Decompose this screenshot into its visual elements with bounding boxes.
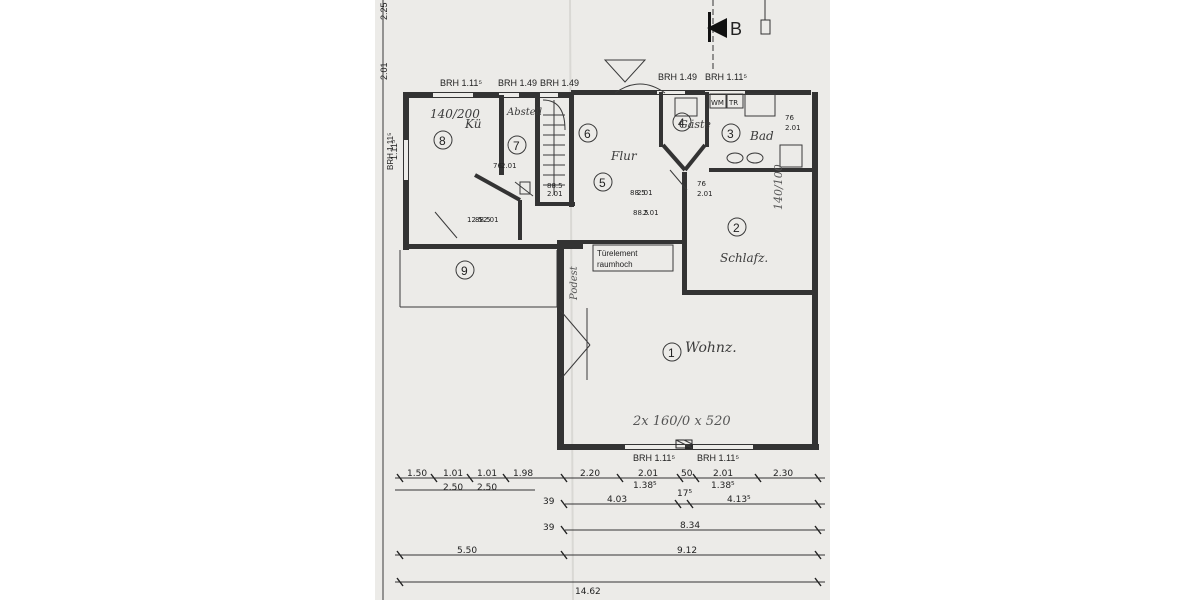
room-number-5: 5: [599, 176, 606, 190]
floor-plan-drawing: 2.25 2.01 1.11⁵ B: [379, 0, 825, 600]
door-height-15: 2.01: [483, 216, 499, 224]
door-height-2: 2.01: [501, 162, 517, 170]
window-label-top-2: BRH 1.49: [498, 78, 537, 88]
dim-row6-1: 14.62: [575, 587, 601, 597]
window-label-bottom-2: BRH 1.11⁵: [697, 453, 739, 463]
room-note-living: Wohnz.: [685, 340, 737, 356]
floor-plan-sheet: 2.25 2.01 1.11⁵ B: [375, 0, 830, 600]
callout-line-1: Türelement: [597, 249, 638, 258]
window-label-top-1: BRH 1.11⁵: [440, 78, 482, 88]
callout-line-2: raumhoch: [597, 260, 633, 269]
dim-row1-5: 2.20: [580, 469, 600, 479]
left-label-2: 2.01: [379, 62, 389, 80]
dim-row1-4: 1.98: [513, 469, 533, 479]
dim-row1-2: 1.01: [443, 469, 463, 479]
dryer-label: TR: [728, 99, 738, 107]
washing-machine-label: WM: [711, 99, 724, 107]
room-number-8: 8: [439, 134, 446, 148]
room-note-storage: Abstell: [506, 107, 542, 118]
door-height-8: 2.01: [637, 189, 653, 197]
room-note-hall: Flur: [610, 149, 638, 163]
door-height-1: 76: [493, 162, 502, 170]
room-number-7: 7: [513, 139, 520, 153]
handwritten-hall-note: Podest: [569, 265, 580, 301]
callout-box: [592, 244, 674, 272]
dim-row1-1: 1.50: [407, 469, 427, 479]
skylight-marker: [603, 59, 647, 83]
section-marker-label: B: [730, 19, 742, 39]
handwritten-living-window: 2x 160/0 x 520: [632, 414, 731, 429]
dim-row5-2: 9.12: [677, 546, 697, 556]
door-height-13: 12.5: [467, 216, 483, 224]
dim-row2-1: 2.50: [443, 483, 463, 493]
room-number-1: 1: [668, 346, 675, 360]
door-height-14: 88.5: [475, 216, 491, 224]
window-label-bottom-1: BRH 1.11⁵: [633, 453, 675, 463]
room-number-4: 4: [678, 116, 685, 130]
room-note-guest: Gäste: [679, 118, 711, 131]
window-label-top-3: BRH 1.49: [540, 78, 579, 88]
dim-row3-4: 4.13⁵: [727, 495, 751, 505]
dim-row1-7: 50: [681, 469, 693, 479]
window-openings: [404, 91, 753, 449]
window-label-top-5: BRH 1.11⁵: [705, 72, 747, 82]
dim-row3-3: 17⁵: [677, 489, 692, 499]
window-label-side: BRH 1.11⁵: [386, 133, 395, 170]
door-height-12: 2.01: [643, 209, 659, 217]
dim-row2-3: 1.38⁵: [633, 481, 657, 491]
section-marker: B: [707, 0, 771, 70]
handwritten-kitchen-size: 140/200: [430, 107, 480, 121]
room-circles: [433, 112, 747, 362]
door-height-6: 2.01: [697, 190, 713, 198]
dimension-chains: 1.50 1.01 1.01 1.98 2.20 2.01 50 2.01 2.…: [395, 469, 825, 597]
dim-row1-3: 1.01: [477, 469, 497, 479]
dim-row2-4: 1.38⁵: [711, 481, 735, 491]
dim-row5-1: 5.50: [457, 546, 477, 556]
room-number-3: 3: [727, 127, 734, 141]
dim-row2-2: 2.50: [477, 483, 497, 493]
dim-row4-1: 39: [543, 523, 555, 533]
room-note-bath: Bad: [749, 129, 774, 143]
dim-row3-1: 39: [543, 497, 555, 507]
staircase: [542, 99, 566, 195]
dim-row4-2: 8.34: [680, 521, 700, 531]
room-number-2: 2: [733, 221, 740, 235]
door-height-5: 76: [697, 180, 706, 188]
room-number-6: 6: [584, 127, 591, 141]
room-note-bedroom: Schlafz.: [720, 251, 768, 265]
handwritten-bedroom-window: 140/100: [772, 164, 785, 210]
door-height-11: 88.5: [633, 209, 649, 217]
dim-row1-8: 2.01: [713, 469, 733, 479]
left-label-1: 2.25: [379, 2, 389, 20]
room-note-kitchen: Kü: [464, 117, 481, 131]
left-label-3: 1.11⁵: [389, 139, 399, 160]
door-height-4: 2.01: [547, 190, 563, 198]
dim-row3-2: 4.03: [607, 495, 627, 505]
dim-row1-6: 2.01: [638, 469, 658, 479]
interior-walls: [474, 92, 817, 295]
door-height-3: 88.5: [547, 182, 563, 190]
door-height-9: 76: [785, 114, 794, 122]
bathroom-fixtures: [519, 93, 803, 195]
door-height-labels: 76 2.01 88.5 2.01 76 2.01 88.5 2.01 76 2…: [467, 114, 801, 224]
window-label-top-4: BRH 1.49: [658, 72, 697, 82]
dim-row1-9: 2.30: [773, 469, 793, 479]
room-number-9: 9: [461, 264, 468, 278]
door-height-7: 88.5: [630, 189, 646, 197]
door-height-10: 2.01: [785, 124, 801, 132]
